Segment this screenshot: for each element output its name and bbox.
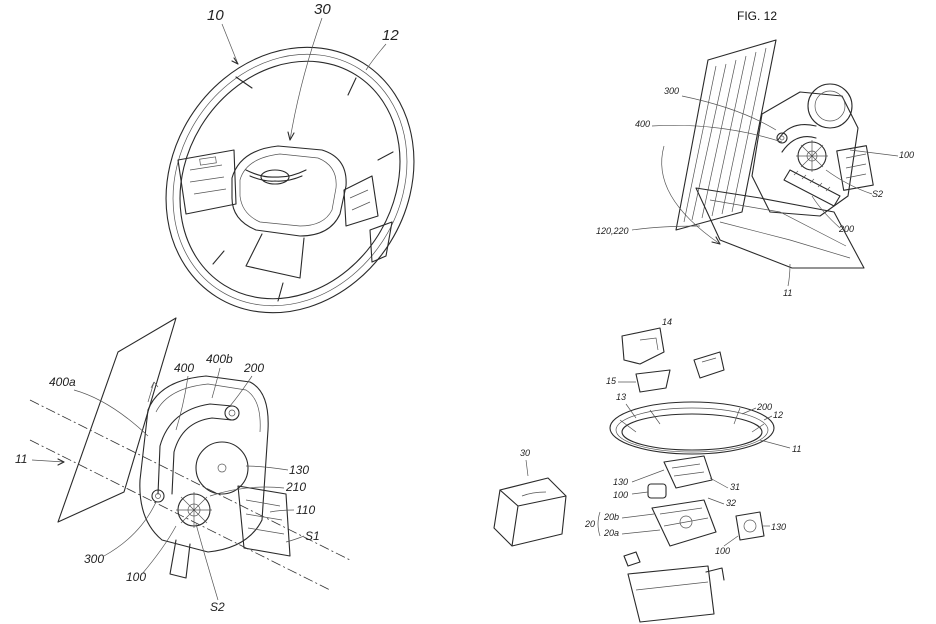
airbag-cover (231, 145, 347, 237)
label-400b: 400b (206, 352, 233, 366)
bottom-cover (627, 565, 715, 623)
label-300: 300 (664, 86, 679, 96)
actuator-right (735, 511, 765, 541)
label-15: 15 (606, 376, 617, 386)
column-plate (57, 317, 177, 523)
hub-frame (663, 455, 713, 489)
label-200: 200 (838, 224, 854, 234)
cam-plate-130 (195, 441, 249, 495)
part-15 (635, 369, 671, 393)
label-100: 100 (126, 570, 146, 584)
label-30: 30 (314, 1, 331, 18)
motor-110 (237, 485, 291, 557)
label-200: 200 (243, 361, 264, 375)
figure-title: FIG. 12 (737, 9, 777, 23)
label-130: 130 (289, 463, 309, 477)
wheel-rim-inner (179, 60, 401, 300)
label-200: 200 (756, 402, 772, 412)
label-14: 14 (662, 317, 672, 327)
base-20 (651, 499, 717, 547)
steering-wheel-perspective-figure: 10 30 12 (165, 1, 415, 314)
label-20b: 20b (603, 512, 619, 522)
label-11: 11 (792, 444, 801, 454)
lower-shroud (695, 187, 865, 269)
label-210: 210 (285, 480, 306, 494)
label-120-220: 120,220 (596, 226, 629, 236)
arc-guide-400 (157, 403, 233, 495)
label-11: 11 (15, 452, 27, 466)
label-S2: S2 (210, 600, 225, 614)
label-12: 12 (382, 27, 399, 44)
label-S2: S2 (872, 189, 883, 199)
tilt-housing (751, 91, 859, 217)
label-110: 110 (296, 503, 315, 517)
label-11: 11 (783, 288, 792, 298)
label-20: 20 (584, 519, 595, 529)
left-spoke (177, 149, 237, 215)
label-13: 13 (616, 392, 626, 402)
label-100-left: 100 (613, 490, 628, 500)
wings-emblem (260, 169, 290, 185)
actuator-left (647, 483, 667, 499)
label-30: 30 (520, 448, 530, 458)
wheel-rim-outer (165, 46, 415, 314)
label-S1: S1 (305, 529, 320, 543)
right-spoke (343, 175, 379, 227)
label-32: 32 (726, 498, 736, 508)
label-100-right: 100 (715, 546, 730, 556)
label-20a: 20a (603, 528, 619, 538)
actuator-housing (139, 375, 269, 553)
label-10: 10 (207, 7, 224, 24)
lower-spoke (245, 233, 305, 279)
tilt-mechanism-side-figure: 400a 400 400b 200 11 130 210 110 S1 300 … (15, 317, 351, 614)
label-130-right: 130 (771, 522, 786, 532)
label-130-left: 130 (613, 477, 628, 487)
column-assembly-figure: FIG. 12 300 400 100 S2 (596, 9, 914, 298)
label-400a: 400a (49, 375, 76, 389)
rim-12 (609, 401, 775, 455)
label-300: 300 (84, 552, 104, 566)
airbag-module-30 (493, 477, 567, 547)
dash-panel (675, 39, 777, 231)
label-400: 400 (174, 361, 194, 375)
label-31: 31 (730, 482, 740, 492)
label-12: 12 (773, 410, 783, 420)
part-14 (621, 327, 665, 365)
label-100: 100 (899, 150, 914, 160)
label-400: 400 (635, 119, 650, 129)
exploded-view-figure: 14 15 13 200 12 11 30 130 31 100 32 20b … (493, 317, 801, 623)
